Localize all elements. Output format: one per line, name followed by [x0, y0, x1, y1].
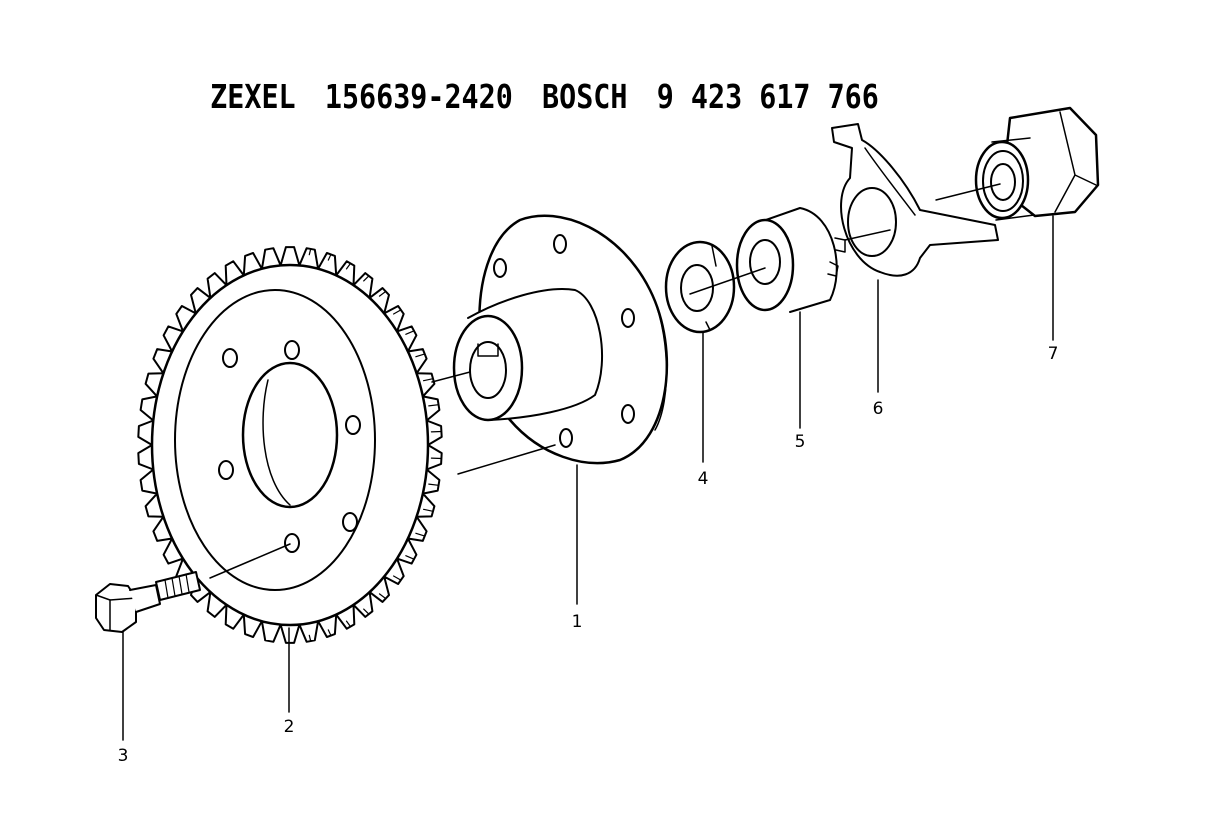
washer-part	[664, 240, 736, 334]
lock-tab-washer-part	[831, 123, 999, 277]
leader-lines	[122, 215, 1054, 741]
part-number-zexel: 156639-2420	[324, 77, 513, 116]
callout-7: 7	[1048, 344, 1059, 364]
assembly-axis-lines	[209, 183, 1001, 579]
gear-part	[137, 246, 443, 644]
callout-1: 1	[572, 612, 583, 632]
callout-2: 2	[284, 717, 295, 737]
sleeve-nut-part	[735, 207, 846, 313]
part-number-bosch: 9 423 617 766	[656, 77, 879, 116]
cap-nut-part	[974, 106, 1100, 221]
callout-5: 5	[795, 432, 806, 452]
gear-teeth-depth	[308, 248, 442, 642]
hub-flange-part	[452, 214, 669, 465]
bolt-part	[95, 571, 201, 633]
gear-bolt-holes	[218, 340, 361, 553]
brand-zexel: ZEXEL	[210, 77, 296, 116]
flange-bolt-holes	[493, 234, 635, 448]
callout-4: 4	[698, 469, 709, 489]
callout-6: 6	[873, 399, 884, 419]
callout-3: 3	[118, 746, 129, 766]
brand-bosch: BOSCH	[542, 77, 628, 116]
callout-labels: 1 2 3 4 5 6 7	[118, 344, 1059, 766]
diagram-title: ZEXEL 156639-2420 BOSCH 9 423 617 766	[176, 38, 879, 116]
